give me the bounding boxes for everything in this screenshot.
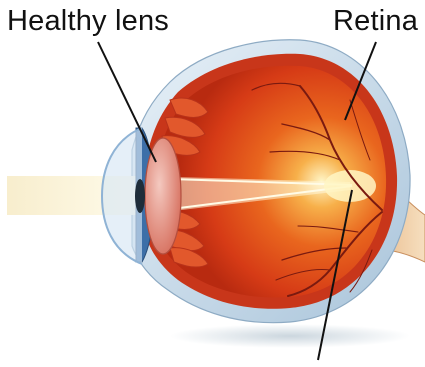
retina-label: Retina (333, 5, 418, 38)
lens-label: Healthy lens (7, 5, 169, 38)
eye-shadow (170, 324, 410, 348)
pupil (135, 179, 145, 213)
lens (145, 138, 181, 254)
